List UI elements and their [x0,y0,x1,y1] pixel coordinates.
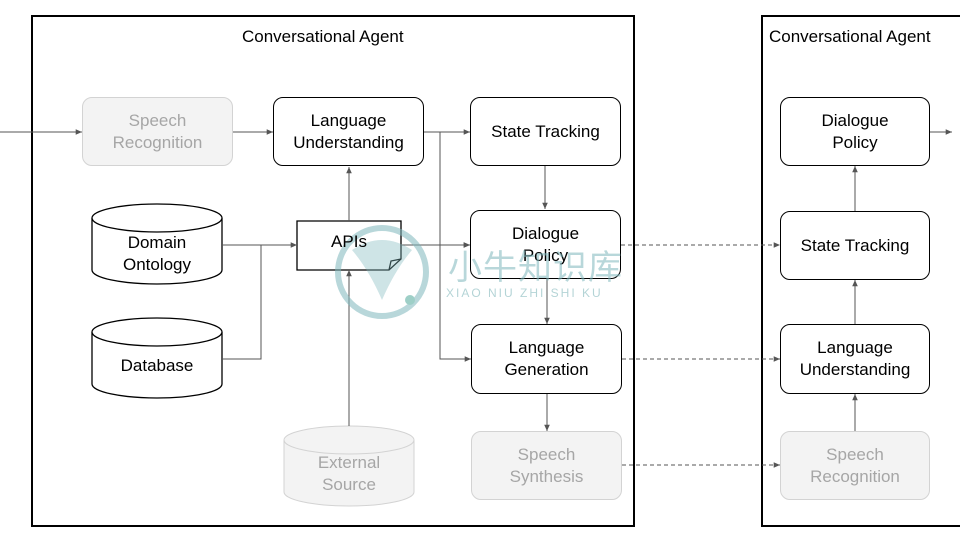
dialogue-policy-box: Dialogue Policy [470,210,621,279]
language-generation-box: Language Generation [471,324,622,394]
domain-ontology-label: Domain Ontology [122,233,192,274]
database-cylinder [91,317,223,399]
arrow-lu-to-language-generation [439,245,471,362]
right-state-tracking-box: State Tracking [780,211,930,280]
apis-fold [388,258,402,271]
right-language-understanding-box: Language Understanding [780,324,930,394]
watermark-subtext: XIAO NIU ZHI SHI KU [446,286,603,300]
language-understanding-box: Language Understanding [273,97,424,166]
apis-label: APIs [331,232,367,251]
external-source-cylinder [283,425,415,507]
left-agent-frame [31,15,635,527]
right-agent-frame [761,15,960,527]
right-agent-title: Conversational Agent [769,27,931,46]
line-database-to-apis [222,245,262,360]
speech-recognition-box: Speech Recognition [82,97,233,166]
left-agent-title: Conversational Agent [242,27,404,46]
watermark-logo [335,225,429,319]
arrow-lu-to-dialogue-policy [424,131,470,248]
watermark-text: 小牛知识库 [448,248,623,288]
database-label: Database [120,356,194,375]
right-speech-recognition-box: Speech Recognition [780,431,930,500]
external-source-label: External Source [317,453,381,494]
domain-ontology-cylinder [91,203,223,285]
right-dialogue-policy-box: Dialogue Policy [780,97,930,166]
state-tracking-box: State Tracking [470,97,621,166]
speech-synthesis-box: Speech Synthesis [471,431,622,500]
